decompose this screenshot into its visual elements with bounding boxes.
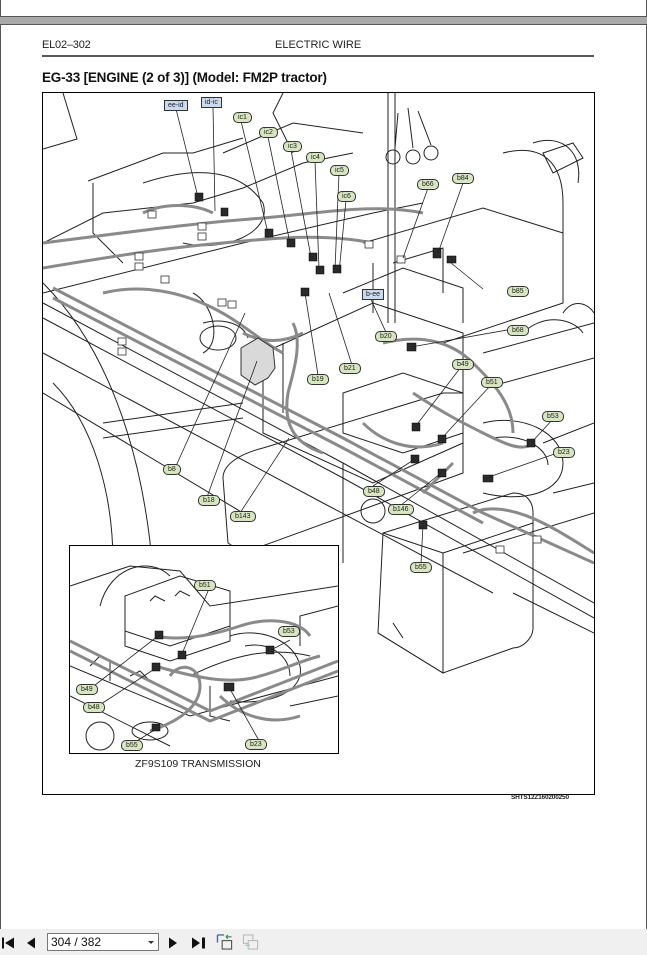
next-page-icon[interactable] (169, 935, 178, 951)
connector-tag: b53 (542, 411, 564, 422)
connector-tag: b55 (410, 562, 432, 573)
inset-connector-tag: b53 (278, 626, 300, 637)
inset-connector-tag: b51 (194, 580, 216, 591)
connector-tag: b68 (507, 325, 529, 336)
connector-tag: b48 (363, 486, 385, 497)
connector-tag: b21 (339, 363, 361, 374)
diagram-drawing (43, 93, 594, 674)
two-page-icon[interactable] (242, 934, 260, 950)
fit-page-icon[interactable] (216, 934, 234, 950)
connector-tag: id-ic (201, 97, 222, 108)
transmission-inset: b51 b53 b49 b48 b55 b23 (69, 545, 339, 754)
inset-connector-tag: b49 (76, 684, 98, 695)
connector-tag: ic6 (337, 191, 356, 202)
connector-tag: b8 (163, 464, 181, 475)
section-title: ELECTRIC WIRE (275, 39, 362, 51)
connector-tag: ic2 (259, 127, 278, 138)
first-page-icon[interactable] (2, 935, 14, 951)
connector-tag: b143 (230, 511, 256, 522)
inset-drawing (70, 565, 338, 751)
previous-page-icon[interactable] (26, 935, 35, 951)
outline (43, 93, 78, 150)
connector-tag: b66 (417, 179, 439, 190)
figure-code: SHTS12Z160200250 (511, 794, 569, 801)
connector-tag: ee-id (164, 100, 188, 111)
connector-tag: b51 (481, 377, 503, 388)
connector-tag: ic5 (330, 165, 349, 176)
connector-tag: b19 (307, 374, 329, 385)
wiring-diagram: ee-id id-ic ic1 ic2 ic3 ic4 ic5 ic6 b66 … (42, 92, 595, 795)
connector-tag: b85 (507, 286, 529, 297)
inset-connector-tag: b48 (83, 702, 105, 713)
inset-caption: ZF9S109 TRANSMISSION (135, 758, 261, 770)
page-gap (0, 17, 647, 24)
connector-tag: b23 (553, 447, 575, 458)
inset-connector-tag: b55 (121, 740, 143, 751)
connector-tag: ic4 (306, 152, 325, 163)
connector-tag: b146 (388, 504, 414, 515)
connector-tag: b84 (452, 173, 474, 184)
page-indicator: 304 / 382 (51, 935, 102, 949)
header-rule (42, 55, 594, 57)
inset-connector-tag: b23 (245, 739, 267, 750)
chevron-down-icon[interactable] (148, 941, 154, 944)
section-code: EL02–302 (42, 39, 91, 51)
connector-tag: b49 (452, 359, 474, 370)
previous-page-bottom (0, 0, 647, 17)
figure-title: EG-33 [ENGINE (2 of 3)] (Model: FM2P tra… (42, 70, 327, 85)
page-number-input[interactable]: 304 / 382 (47, 933, 159, 951)
connector-tag: ic3 (283, 141, 302, 152)
last-page-icon[interactable] (192, 935, 206, 951)
connector-tag: b-ee (362, 289, 385, 300)
connector-tag: ic1 (233, 112, 252, 123)
connector-tag: b18 (198, 495, 220, 506)
connector-tag: b20 (375, 331, 397, 342)
